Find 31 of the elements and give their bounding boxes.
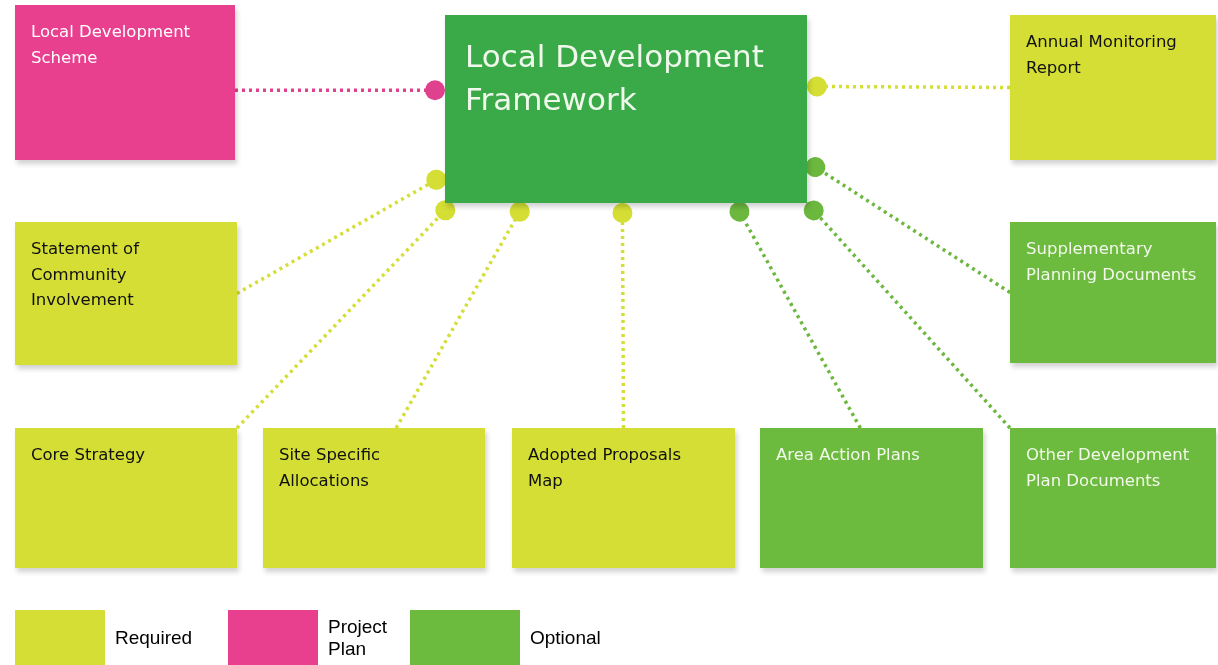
document-box	[15, 222, 237, 365]
dotted-connector	[729, 201, 862, 429]
legend-label: Optional	[530, 626, 602, 651]
document-box	[263, 428, 485, 568]
node-label: Annual Monitoring Report	[1026, 31, 1178, 79]
framework-box	[445, 15, 807, 203]
node-label: Local Development Framework	[465, 37, 765, 120]
node-label: Core Strategy	[31, 444, 147, 466]
dotted-connector	[394, 201, 530, 429]
document-box	[1010, 15, 1216, 160]
node-label: Site Specific Allocations	[279, 444, 382, 492]
dotted-connector	[235, 80, 445, 101]
dotted-connector	[236, 169, 447, 296]
document-box	[15, 5, 235, 160]
node-label: Other Development Plan Documents	[1026, 444, 1191, 492]
node-label: Statement of Community Involvement	[31, 238, 141, 312]
node-label: Local Development Scheme	[31, 21, 192, 69]
node-label: Supplementary Planning Documents	[1026, 238, 1198, 286]
node-label: Area Action Plans	[776, 444, 921, 466]
dotted-connector	[807, 76, 1010, 97]
document-box	[512, 428, 735, 568]
document-box	[1010, 222, 1216, 363]
dotted-connector	[803, 200, 1012, 430]
legend-label: Project Plan	[328, 615, 389, 661]
dotted-connector	[235, 200, 456, 430]
dotted-connector	[612, 203, 633, 428]
document-box	[15, 428, 237, 568]
legend-label: Required	[115, 626, 190, 651]
document-box	[760, 428, 983, 568]
document-box	[1010, 428, 1216, 568]
node-label: Adopted Proposals Map	[528, 444, 682, 492]
